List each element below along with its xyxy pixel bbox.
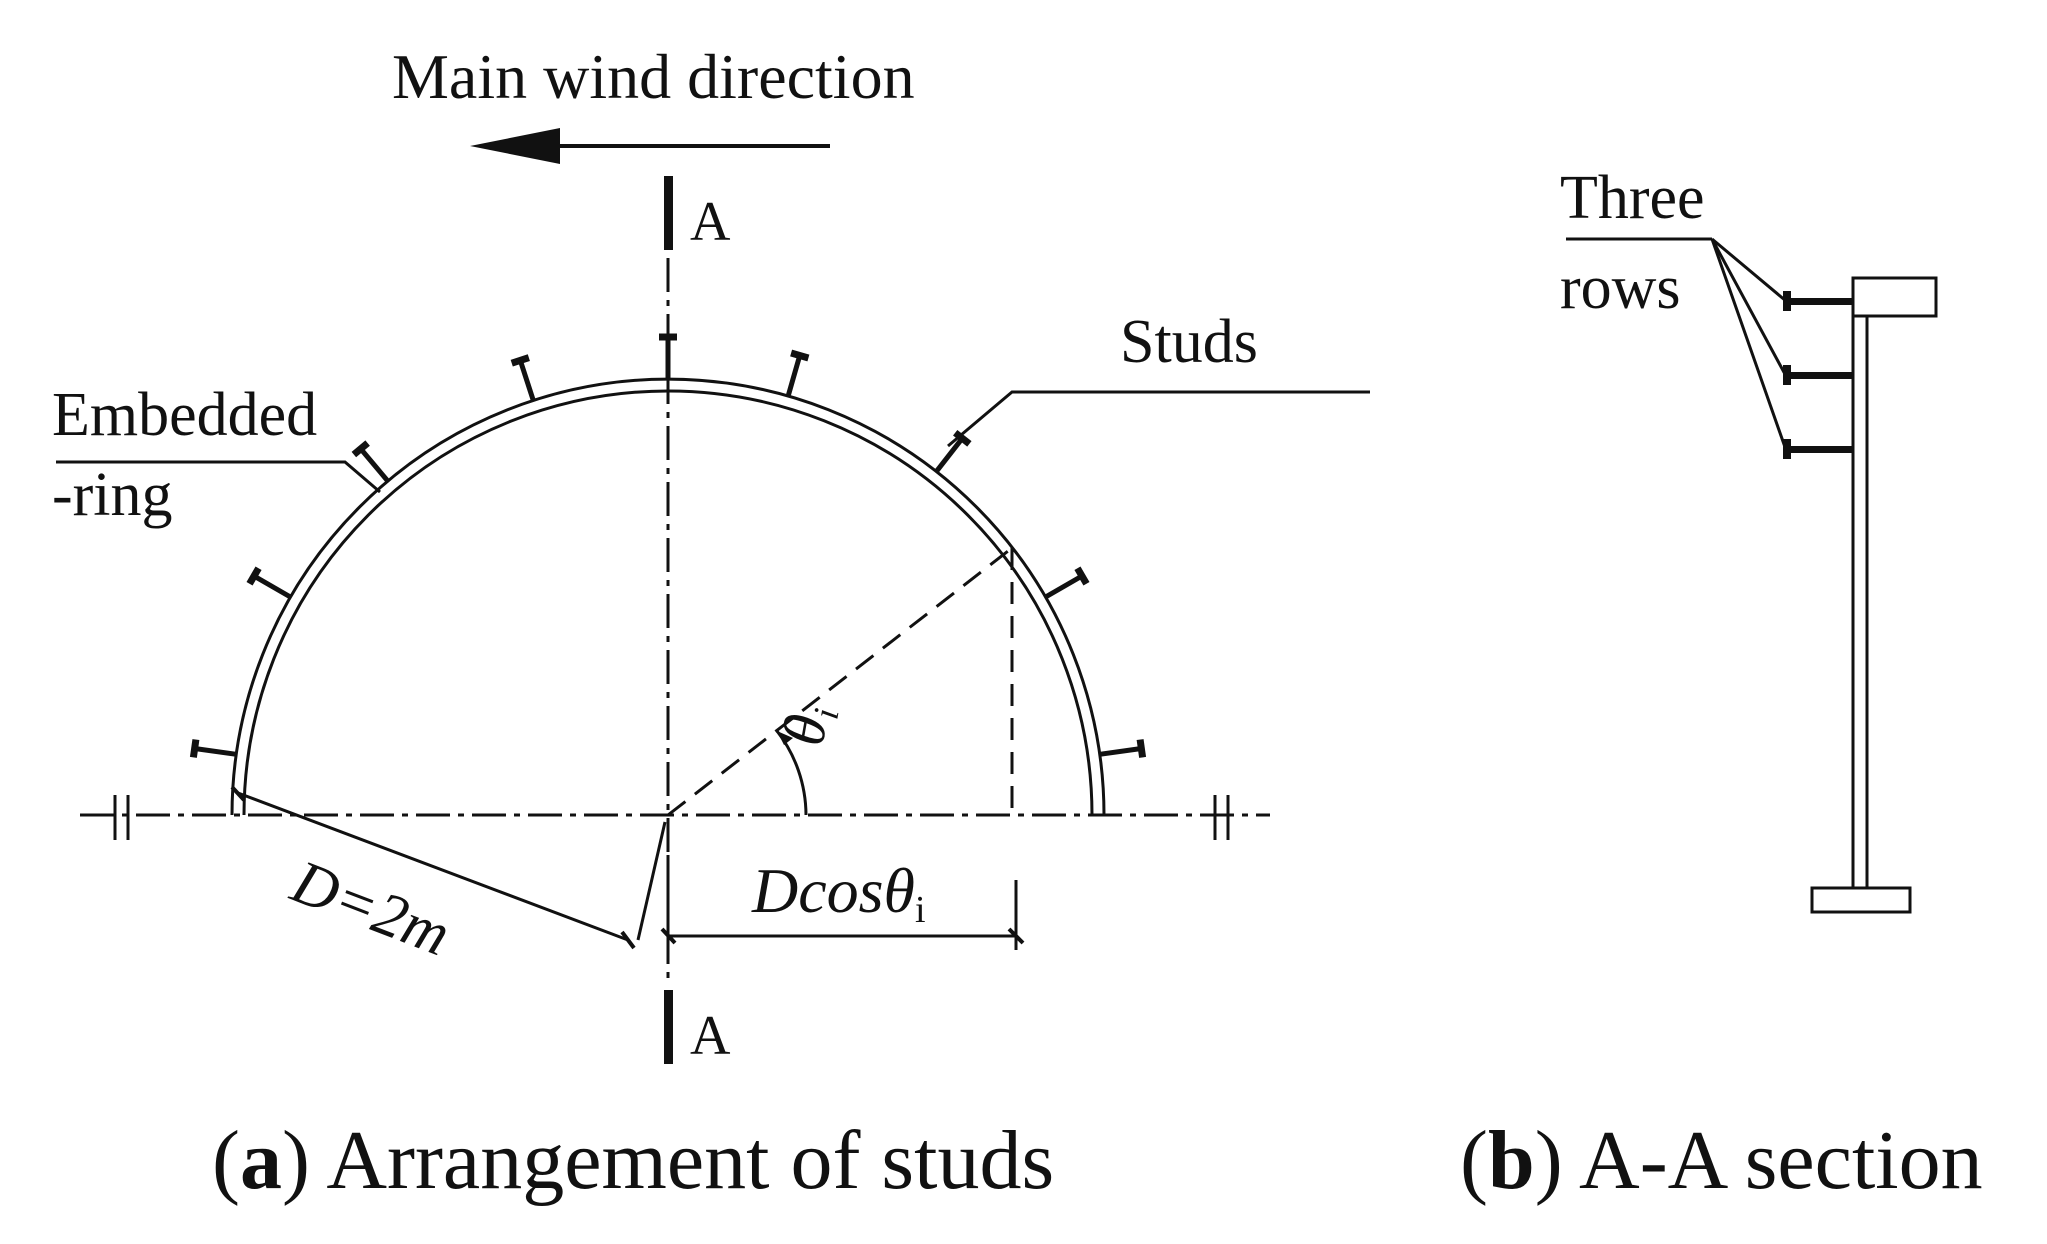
horizontal-centerline (80, 795, 1270, 840)
wind-direction-label: Main wind direction (392, 41, 915, 112)
stud-1 (1099, 739, 1147, 758)
rows-leaders (1566, 237, 1788, 451)
caption-a: (a) Arrangement of studs (212, 1114, 1054, 1207)
section-mark-top: A (664, 176, 731, 253)
embedded-label-line1: Embedded (52, 381, 317, 449)
panel-a-arrangement: Main wind direction A A (52, 41, 1370, 1207)
rows-label-line1: Three (1560, 164, 1705, 232)
stud-4 (785, 349, 810, 397)
panel-b-section: Three rows (b) A-A section (1460, 164, 1983, 1207)
ring-section-plate (1810, 276, 1938, 914)
wind-arrow-icon (470, 128, 830, 164)
angle-theta-label: θi (770, 700, 847, 751)
angle-construction (667, 546, 1014, 817)
stud-2 (1044, 566, 1090, 600)
diameter-dimension (230, 785, 667, 950)
stud-6 (510, 354, 536, 402)
caption-b: (b) A-A section (1460, 1114, 1983, 1207)
studs-label: Studs (1120, 308, 1258, 376)
stud-row-3 (1783, 439, 1853, 459)
studs-leader (947, 390, 1370, 448)
stud-row-1 (1783, 291, 1853, 311)
stud-5 (659, 333, 677, 379)
stud-3 (934, 430, 972, 473)
stud-row-2 (1783, 365, 1853, 385)
stud-9 (189, 739, 237, 758)
embedded-label-line2: -ring (52, 461, 173, 529)
studs-group (189, 333, 1147, 758)
embedded-ring (230, 377, 1106, 816)
section-mark-bottom: A (664, 990, 731, 1067)
dcos-label: Dcosθi (751, 855, 926, 931)
section-mark-top-letter: A (690, 191, 731, 253)
section-mark-bottom-letter: A (690, 1005, 731, 1067)
rows-label-line2: rows (1560, 254, 1681, 322)
stud-7 (351, 440, 390, 483)
embedded-leader (56, 460, 381, 494)
svg-text:θi: θi (770, 700, 847, 751)
dcos-dimension (660, 855, 1025, 950)
stud-8 (246, 566, 292, 600)
